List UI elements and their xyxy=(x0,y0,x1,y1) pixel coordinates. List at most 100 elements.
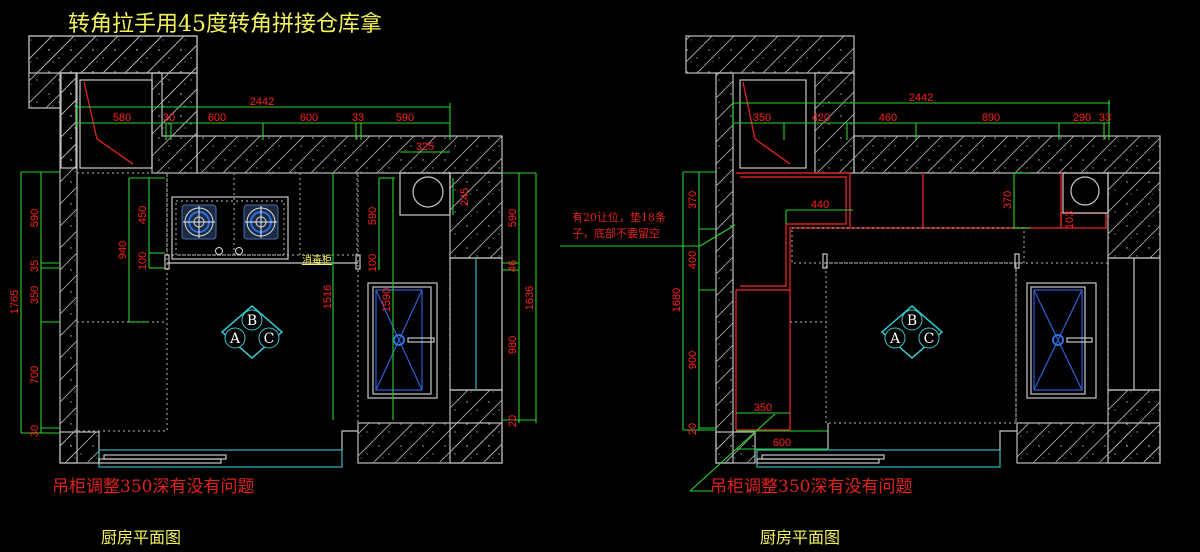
dim-left-seg-3: 350 xyxy=(29,286,41,304)
disinfection-cabinet-label: 消毒柜 xyxy=(302,255,332,266)
dim-center-seg-1: 590 xyxy=(367,207,379,225)
sink-inner xyxy=(372,286,432,395)
r-sink xyxy=(1026,282,1097,399)
r-dim-cabinet-depth-b: 103 xyxy=(1064,211,1076,229)
vent-box xyxy=(399,172,451,216)
left-dimension-texts: 2442 580 30 600 600 33 590 325 245 1765 … xyxy=(9,96,536,437)
dim-right-seg-4: 20 xyxy=(507,415,519,427)
r-dim-top-seg-5: 290 xyxy=(1073,112,1091,124)
sink-basin xyxy=(375,289,423,391)
dim-right-seg-1: 590 xyxy=(507,209,519,227)
r-dim-left-seg-3: 900 xyxy=(687,351,699,369)
dim-overall-width: 2442 xyxy=(250,96,274,108)
r-wall-right-upper xyxy=(1107,172,1161,259)
door-leaf-1 xyxy=(103,454,227,460)
dim-sink: 1590 xyxy=(381,288,393,312)
right-cabinets xyxy=(735,172,1109,450)
left-cabinets xyxy=(76,172,451,432)
dim-top-seg-6: 590 xyxy=(396,112,414,124)
dim-top-seg-4: 600 xyxy=(300,112,318,124)
right-note: 吊柜调整350深有没有问题 xyxy=(710,477,913,497)
sink-outer xyxy=(367,282,438,399)
r-door-opening xyxy=(689,413,1017,492)
r-right-run-cabinet xyxy=(1015,262,1109,424)
wall-top-right xyxy=(196,135,503,174)
r-top-run-cabinet xyxy=(791,227,1025,264)
dim-center-seg-2: 100 xyxy=(367,254,379,272)
hob-knob-left xyxy=(215,247,223,255)
right-dimension-texts: 2442 350 420 460 890 290 33 1680 370 400… xyxy=(671,92,1111,449)
right-floor-plan: B A C xyxy=(560,35,1161,492)
r-dim-top-seg-3: 460 xyxy=(879,112,897,124)
r-dim-cabinet-depth-a: 370 xyxy=(1002,191,1014,209)
dim-right-overall: 1636 xyxy=(524,286,536,310)
dim-left-seg-1: 590 xyxy=(29,209,41,227)
corner-cabinet-inner xyxy=(740,176,847,287)
burner-right xyxy=(243,204,279,240)
r-vent-circle xyxy=(1070,176,1100,206)
shaft-box xyxy=(79,79,153,169)
burner-left xyxy=(181,204,217,240)
faucet xyxy=(407,337,435,343)
dim-top-seg-1: 580 xyxy=(113,112,131,124)
corner-cabinet-outer xyxy=(736,172,851,291)
dim-vent-side: 245 xyxy=(459,188,471,206)
left-run-cabinet xyxy=(76,172,168,432)
hob-inner xyxy=(175,200,285,256)
dim-left-seg-4: 700 xyxy=(29,366,41,384)
left-note: 吊柜调整350深有没有问题 xyxy=(52,477,255,497)
r-logo-letter-c: C xyxy=(924,331,935,347)
dim-left-overall: 1765 xyxy=(9,290,21,314)
left-floor-plan: B A C xyxy=(9,35,537,468)
dim-top-seg-2: 30 xyxy=(163,112,175,124)
handle-right xyxy=(355,254,361,270)
abc-logo: B A C xyxy=(220,305,284,359)
wall-bottom-right xyxy=(357,422,503,464)
sink-diagonal-2 xyxy=(375,289,423,391)
door-leaf-2 xyxy=(98,458,222,464)
dim-inner-seg-1: 450 xyxy=(137,206,149,224)
wall-right-upper xyxy=(449,172,503,259)
dim-left-seg-5: 30 xyxy=(29,425,41,437)
r-logo-letter-a: A xyxy=(889,331,901,347)
r-vent-box xyxy=(1062,172,1109,214)
r-wall-left-column xyxy=(715,72,734,464)
dim-inner-seg-2: 100 xyxy=(137,252,149,270)
r-dim-bottom-b: 600 xyxy=(773,437,791,449)
vent-circle xyxy=(412,176,444,208)
r-dim-top-seg-2: 420 xyxy=(812,112,830,124)
left-caption: 厨房平面图 xyxy=(101,528,182,547)
r-dim-top-seg-4: 890 xyxy=(982,112,1000,124)
top-run-cabinet xyxy=(166,172,358,256)
right-side-note-1: 有20让位，垫18条 xyxy=(572,211,666,224)
right-walls xyxy=(685,35,1161,464)
r-dim-left-seg-1: 370 xyxy=(687,191,699,209)
dim-left-seg-2: 35 xyxy=(29,260,41,272)
logo-letter-a: A xyxy=(229,331,241,347)
left-dimensions xyxy=(20,103,537,434)
sink-drain xyxy=(393,334,405,346)
door-opening xyxy=(98,430,358,468)
dim-top-seg-3: 600 xyxy=(208,112,226,124)
r-wall-bottom-left xyxy=(715,431,756,464)
shaft-red-line xyxy=(83,81,134,165)
dim-right-seg-3: 980 xyxy=(507,336,519,354)
dim-vent-width: 325 xyxy=(416,141,434,153)
handle-left xyxy=(164,254,170,270)
r-handle-left xyxy=(822,253,828,269)
dim-right-seg-2: 46 xyxy=(507,260,519,272)
r-dim-top-seg-6: 33 xyxy=(1099,112,1111,124)
r-wall-top-right xyxy=(853,135,1161,174)
r-note-leader xyxy=(689,413,776,492)
r-wall-top-left xyxy=(685,35,855,74)
r-dim-top-seg-1: 350 xyxy=(753,112,771,124)
right-side-note-2: 子，底部不要留空 xyxy=(572,227,660,240)
r-dim-overall-width: 2442 xyxy=(909,92,933,104)
logo-letter-c: C xyxy=(264,331,275,347)
r-dim-cabinet-width: 440 xyxy=(811,199,829,211)
r-shaft-box xyxy=(739,79,807,169)
r-dim-left-overall: 1680 xyxy=(671,288,683,312)
wall-left-top-block xyxy=(28,35,198,74)
r-abc-logo: B A C xyxy=(880,305,944,359)
